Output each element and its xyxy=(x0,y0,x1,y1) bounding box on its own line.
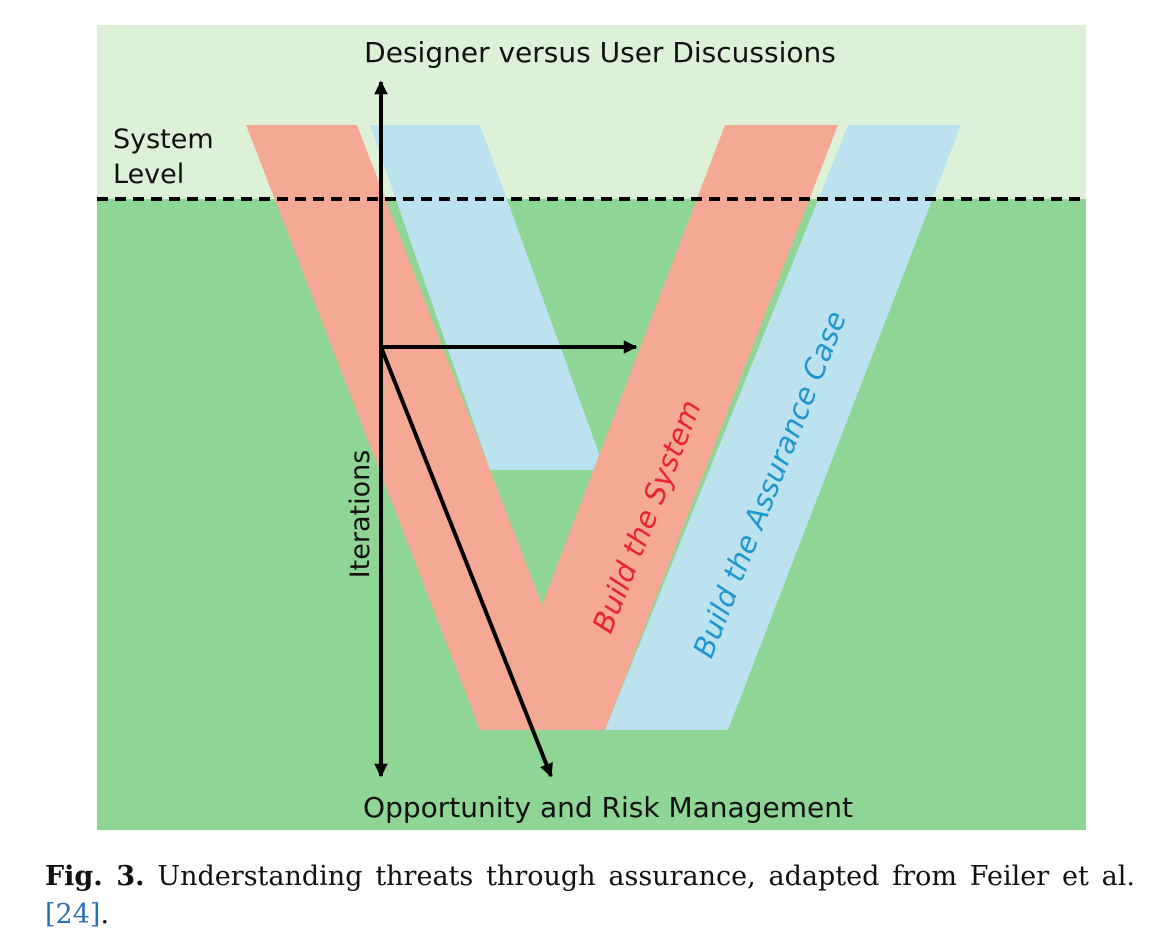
figure-caption-label: Fig. 3. xyxy=(45,861,145,892)
figure-caption: Fig. 3. Understanding threats through as… xyxy=(45,858,1135,934)
system-level-label-line2: Level xyxy=(113,159,184,190)
iterations-label: Iterations xyxy=(345,450,376,579)
bottom-label: Opportunity and Risk Management xyxy=(363,791,853,824)
system-level-label-line1: System xyxy=(113,124,214,155)
figure-caption-text: Understanding threats through assurance,… xyxy=(144,861,1135,892)
build-system-v-shape xyxy=(246,125,838,730)
assurance-v-diagram: Designer versus User Discussions Opportu… xyxy=(97,25,1086,830)
citation-link[interactable]: [24] xyxy=(45,899,101,930)
diagonal-iteration-arrow xyxy=(379,346,553,778)
figure-caption-end: . xyxy=(100,899,110,930)
assurance-case-v-shape xyxy=(605,125,961,730)
top-label: Designer versus User Discussions xyxy=(364,36,836,69)
